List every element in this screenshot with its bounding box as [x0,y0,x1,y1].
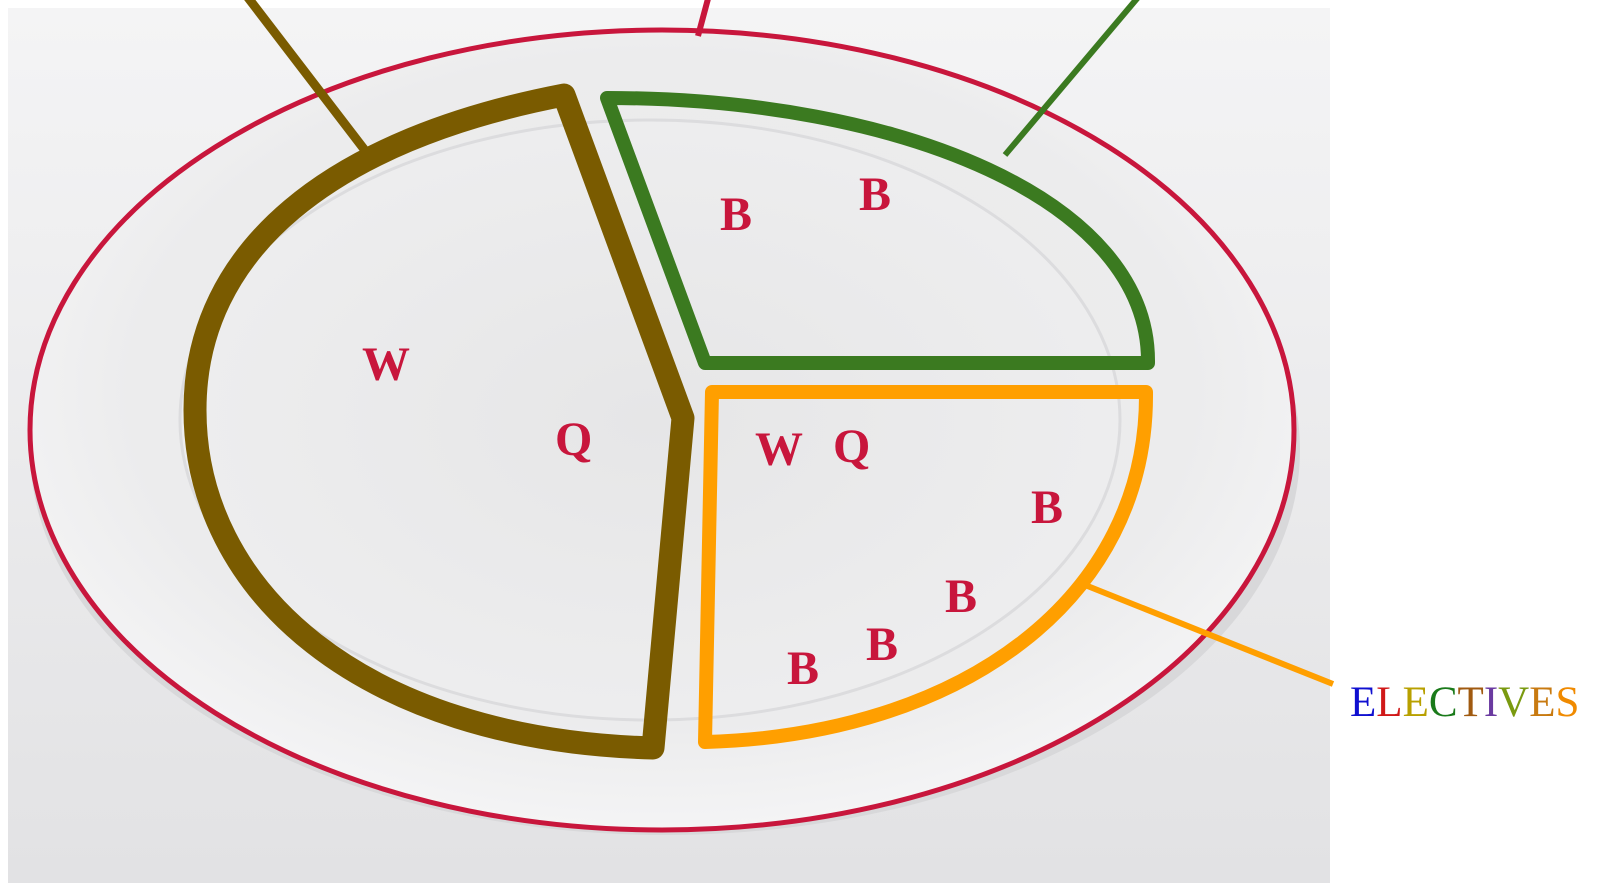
green-marker-b2: B [859,168,891,221]
orange-marker-b1: B [1031,481,1063,534]
orange-marker-b4: B [787,642,819,695]
green-marker-b1: B [720,188,752,241]
orange-marker-b3: B [866,618,898,671]
electives-letter: V [1498,679,1529,726]
electives-letter: I [1484,679,1498,726]
brown-marker-q: Q [555,413,592,466]
orange-marker-b2: B [945,570,977,623]
electives-letter: E [1529,679,1555,726]
orange-marker-w: W [755,423,803,476]
electives-letter: C [1429,679,1458,726]
electives-label: ELECTIVES [1350,679,1579,726]
electives-letter: S [1555,679,1579,726]
electives-letter: L [1376,679,1402,726]
orange-marker-q: Q [833,420,870,473]
electives-letter: E [1403,679,1429,726]
electives-letter: T [1458,679,1484,726]
electives-letter: E [1350,679,1376,726]
brown-marker-w: W [362,338,410,391]
